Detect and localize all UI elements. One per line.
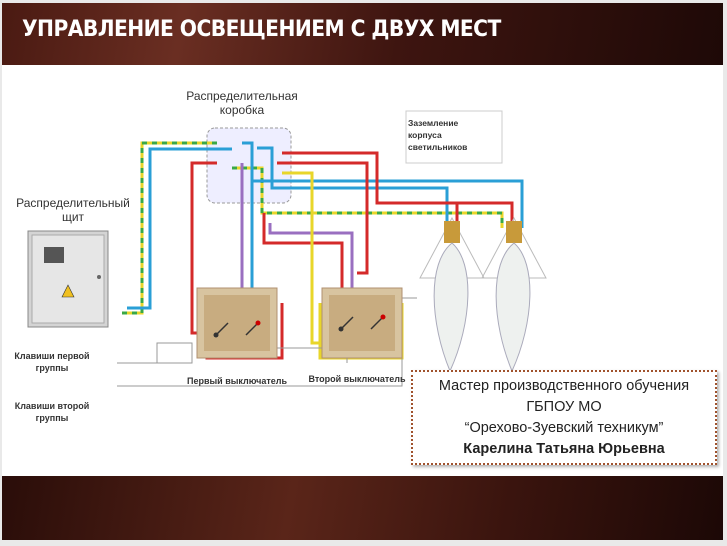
title-banner: УПРАВЛЕНИЕ ОСВЕЩЕНИЕМ С ДВУХ МЕСТ [2, 3, 723, 65]
ground-label: Заземление корпуса светильников [408, 118, 468, 152]
keys-group1-label: Клавиши первой группы [14, 351, 90, 373]
junction-box [206, 127, 292, 204]
footer-band [2, 476, 723, 540]
lamp-1 [419, 216, 485, 373]
slide: УПРАВЛЕНИЕ ОСВЕЩЕНИЕМ С ДВУХ МЕСТ [2, 3, 723, 540]
distribution-panel [27, 230, 109, 328]
keys-group2-label: Клавиши второй группы [14, 401, 90, 423]
second-switch [321, 287, 403, 359]
phase-wire-switch2 [277, 161, 369, 275]
slide-title: УПРАВЛЕНИЕ ОСВЕЩЕНИЕМ С ДВУХ МЕСТ [22, 17, 501, 42]
wiring-diagram [27, 110, 547, 387]
switch2-label: Второй выключатель [308, 374, 406, 384]
panel-label: Распределительный щит [16, 196, 130, 224]
lamp-2 [481, 216, 547, 373]
switch1-label: Первый выключатель [186, 376, 287, 386]
info-line2: ГБПОУ МО [526, 399, 602, 415]
ground-label-box [405, 110, 503, 164]
neutral-wire-in [127, 147, 232, 310]
author-info-box: Мастер производственного обучения ГБПОУ … [411, 370, 717, 465]
junction-box-label: Распределительная коробка [186, 89, 298, 117]
author-name: Карелина Татьяна Юрьевна [463, 441, 665, 457]
info-line3: “Орехово-Зуевский техникум” [464, 420, 664, 436]
first-switch [196, 287, 278, 359]
info-line1: Мастер производственного обучения [438, 378, 690, 394]
